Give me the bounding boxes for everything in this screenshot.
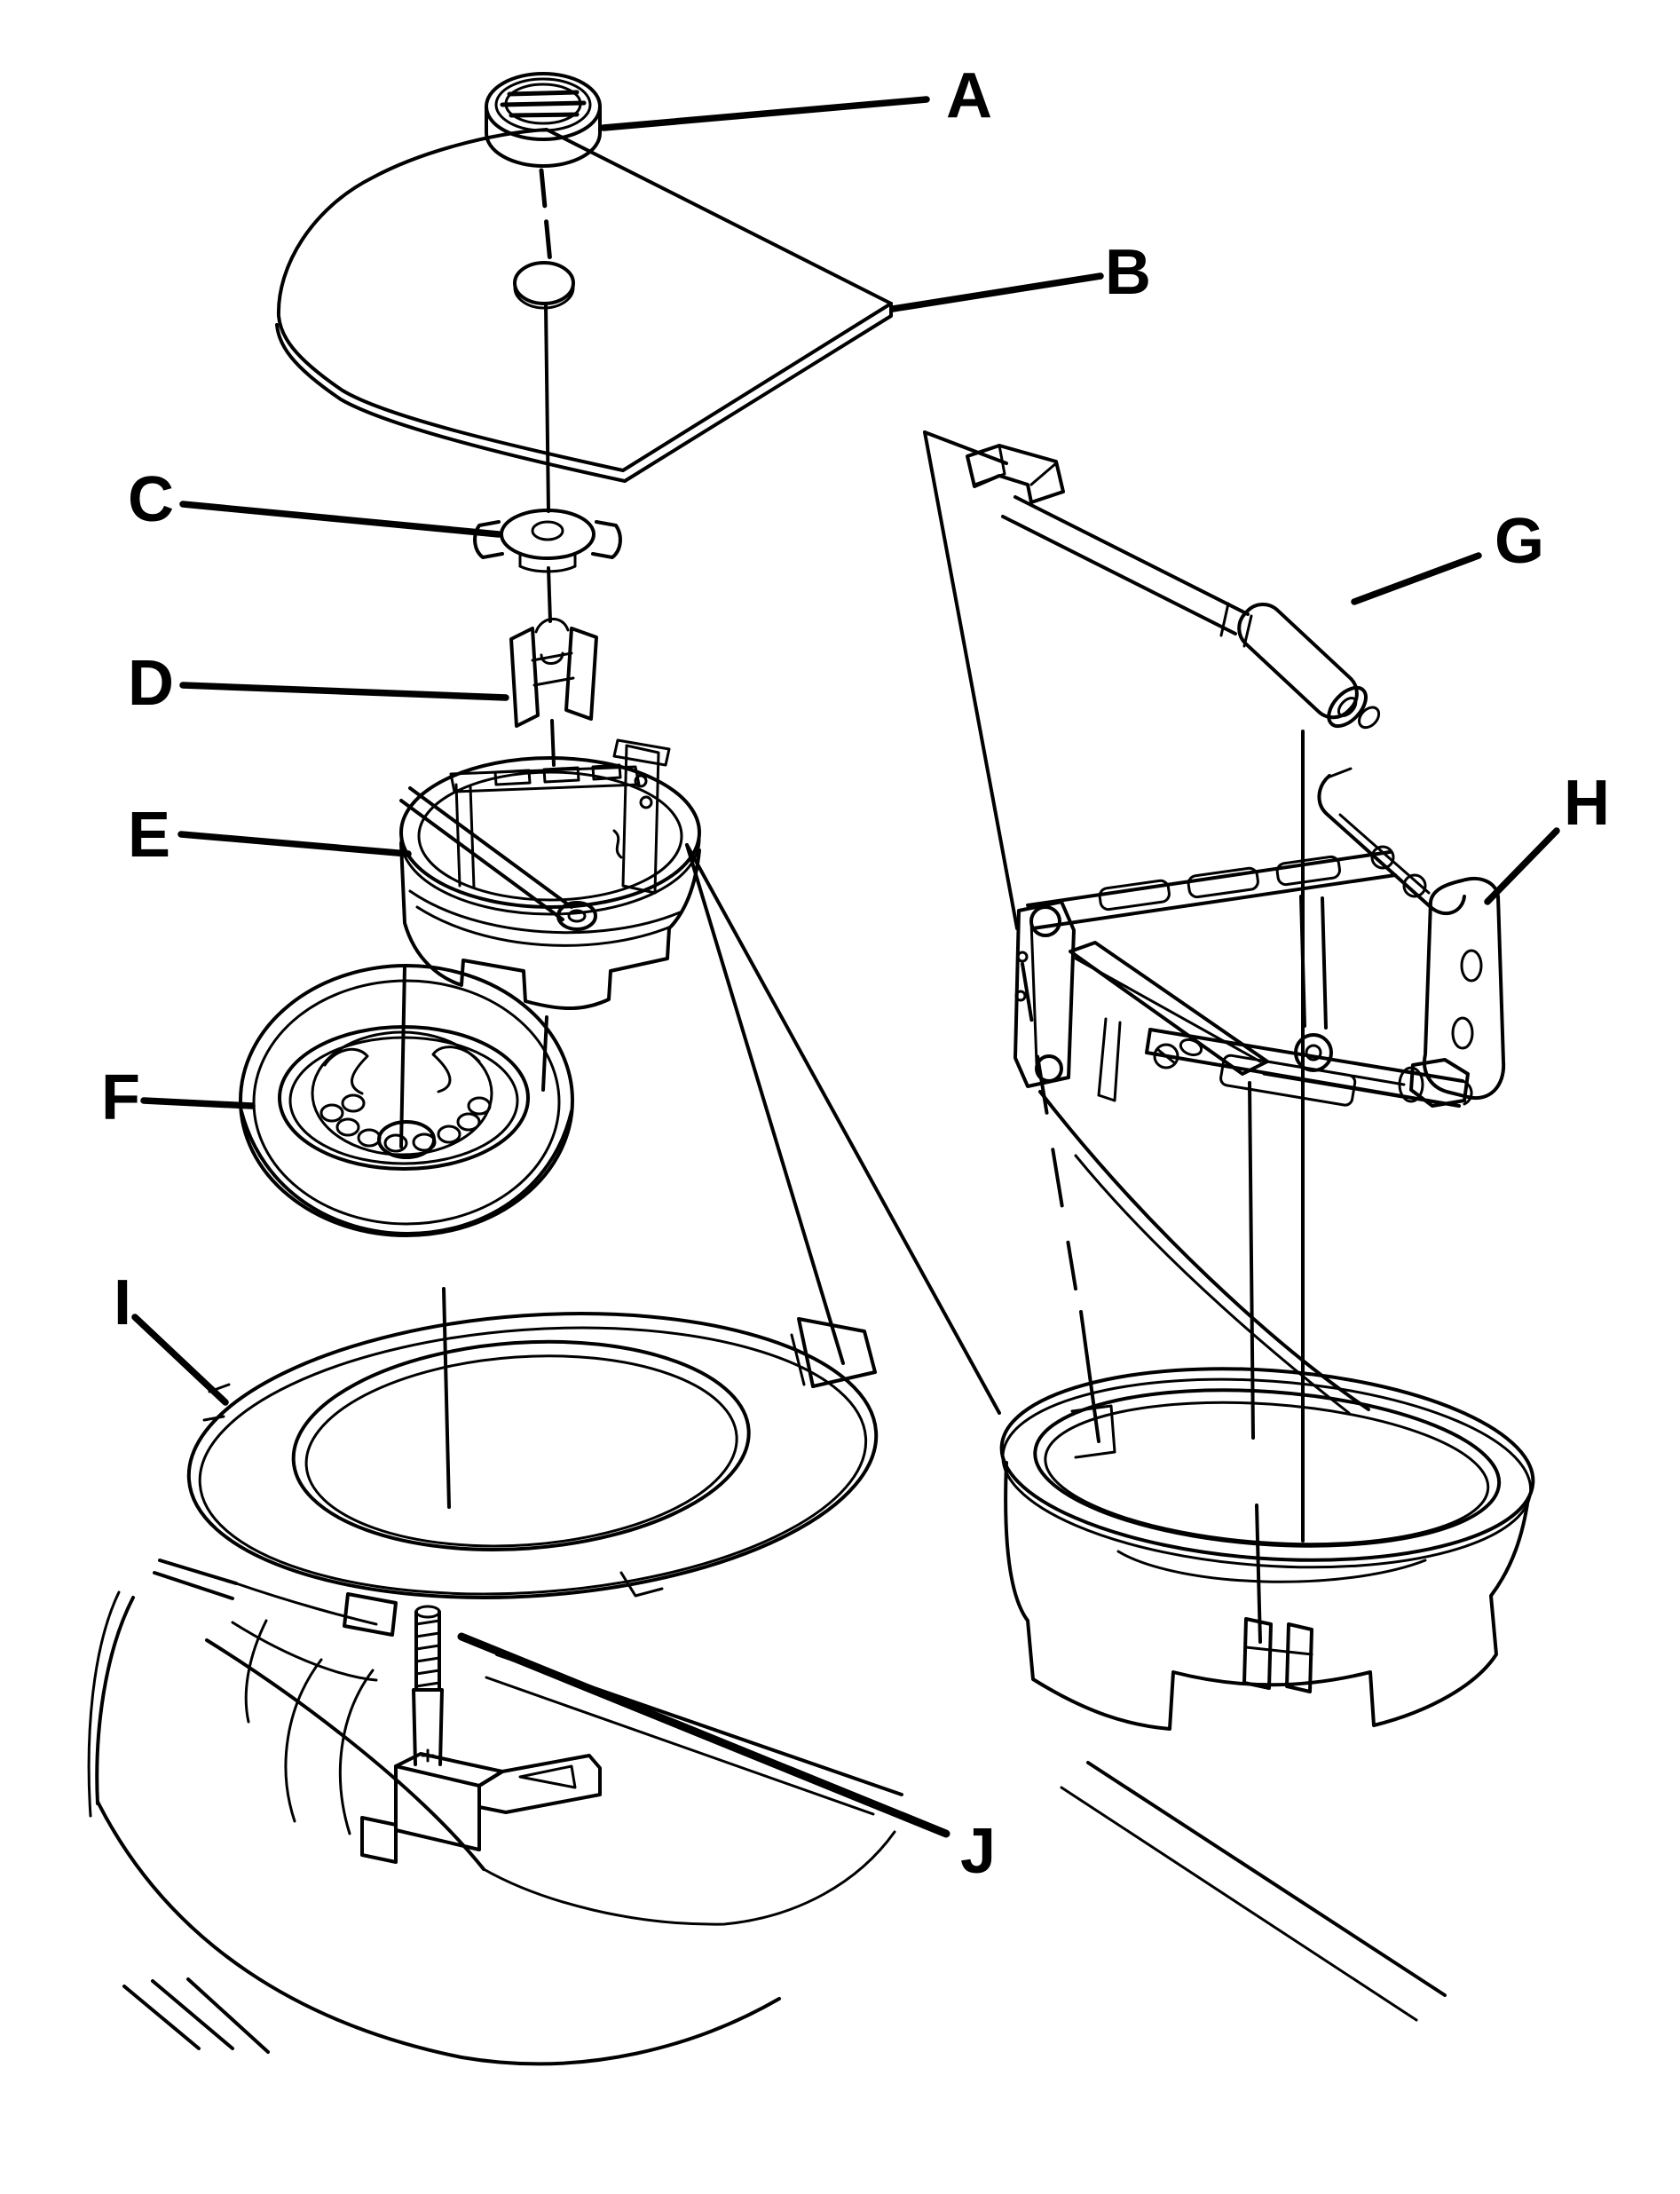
tool-tray-with-jack-tools <box>399 738 701 1010</box>
label-e: E <box>128 800 170 871</box>
retainer-cap <box>485 72 602 168</box>
label-i: I <box>114 1267 131 1338</box>
anchor-bolt <box>360 1605 602 1864</box>
center-axis-dashed-line <box>539 168 553 265</box>
jack-handle <box>966 444 1381 730</box>
compartment-cover <box>275 128 893 513</box>
leader-lines <box>131 96 1560 1838</box>
spare-tire-tray-surround <box>186 1312 879 1637</box>
label-c: C <box>128 464 174 535</box>
label-h: H <box>1564 768 1610 839</box>
label-f: F <box>101 1062 140 1133</box>
compact-spare-tire <box>239 964 574 1237</box>
labels: A B C D E F G H I J <box>101 60 1610 1887</box>
label-d: D <box>128 648 174 719</box>
wing-nut <box>473 509 622 623</box>
label-g: G <box>1495 506 1544 577</box>
label-b: B <box>1105 237 1151 308</box>
retainer-clip <box>509 618 598 767</box>
label-a: A <box>946 60 992 131</box>
scissor-jack <box>1014 767 1506 1108</box>
label-j: J <box>960 1816 996 1887</box>
trunk-floor <box>87 1090 1447 2066</box>
projection-lines <box>685 430 1305 1644</box>
storage-container <box>999 1367 1535 1731</box>
